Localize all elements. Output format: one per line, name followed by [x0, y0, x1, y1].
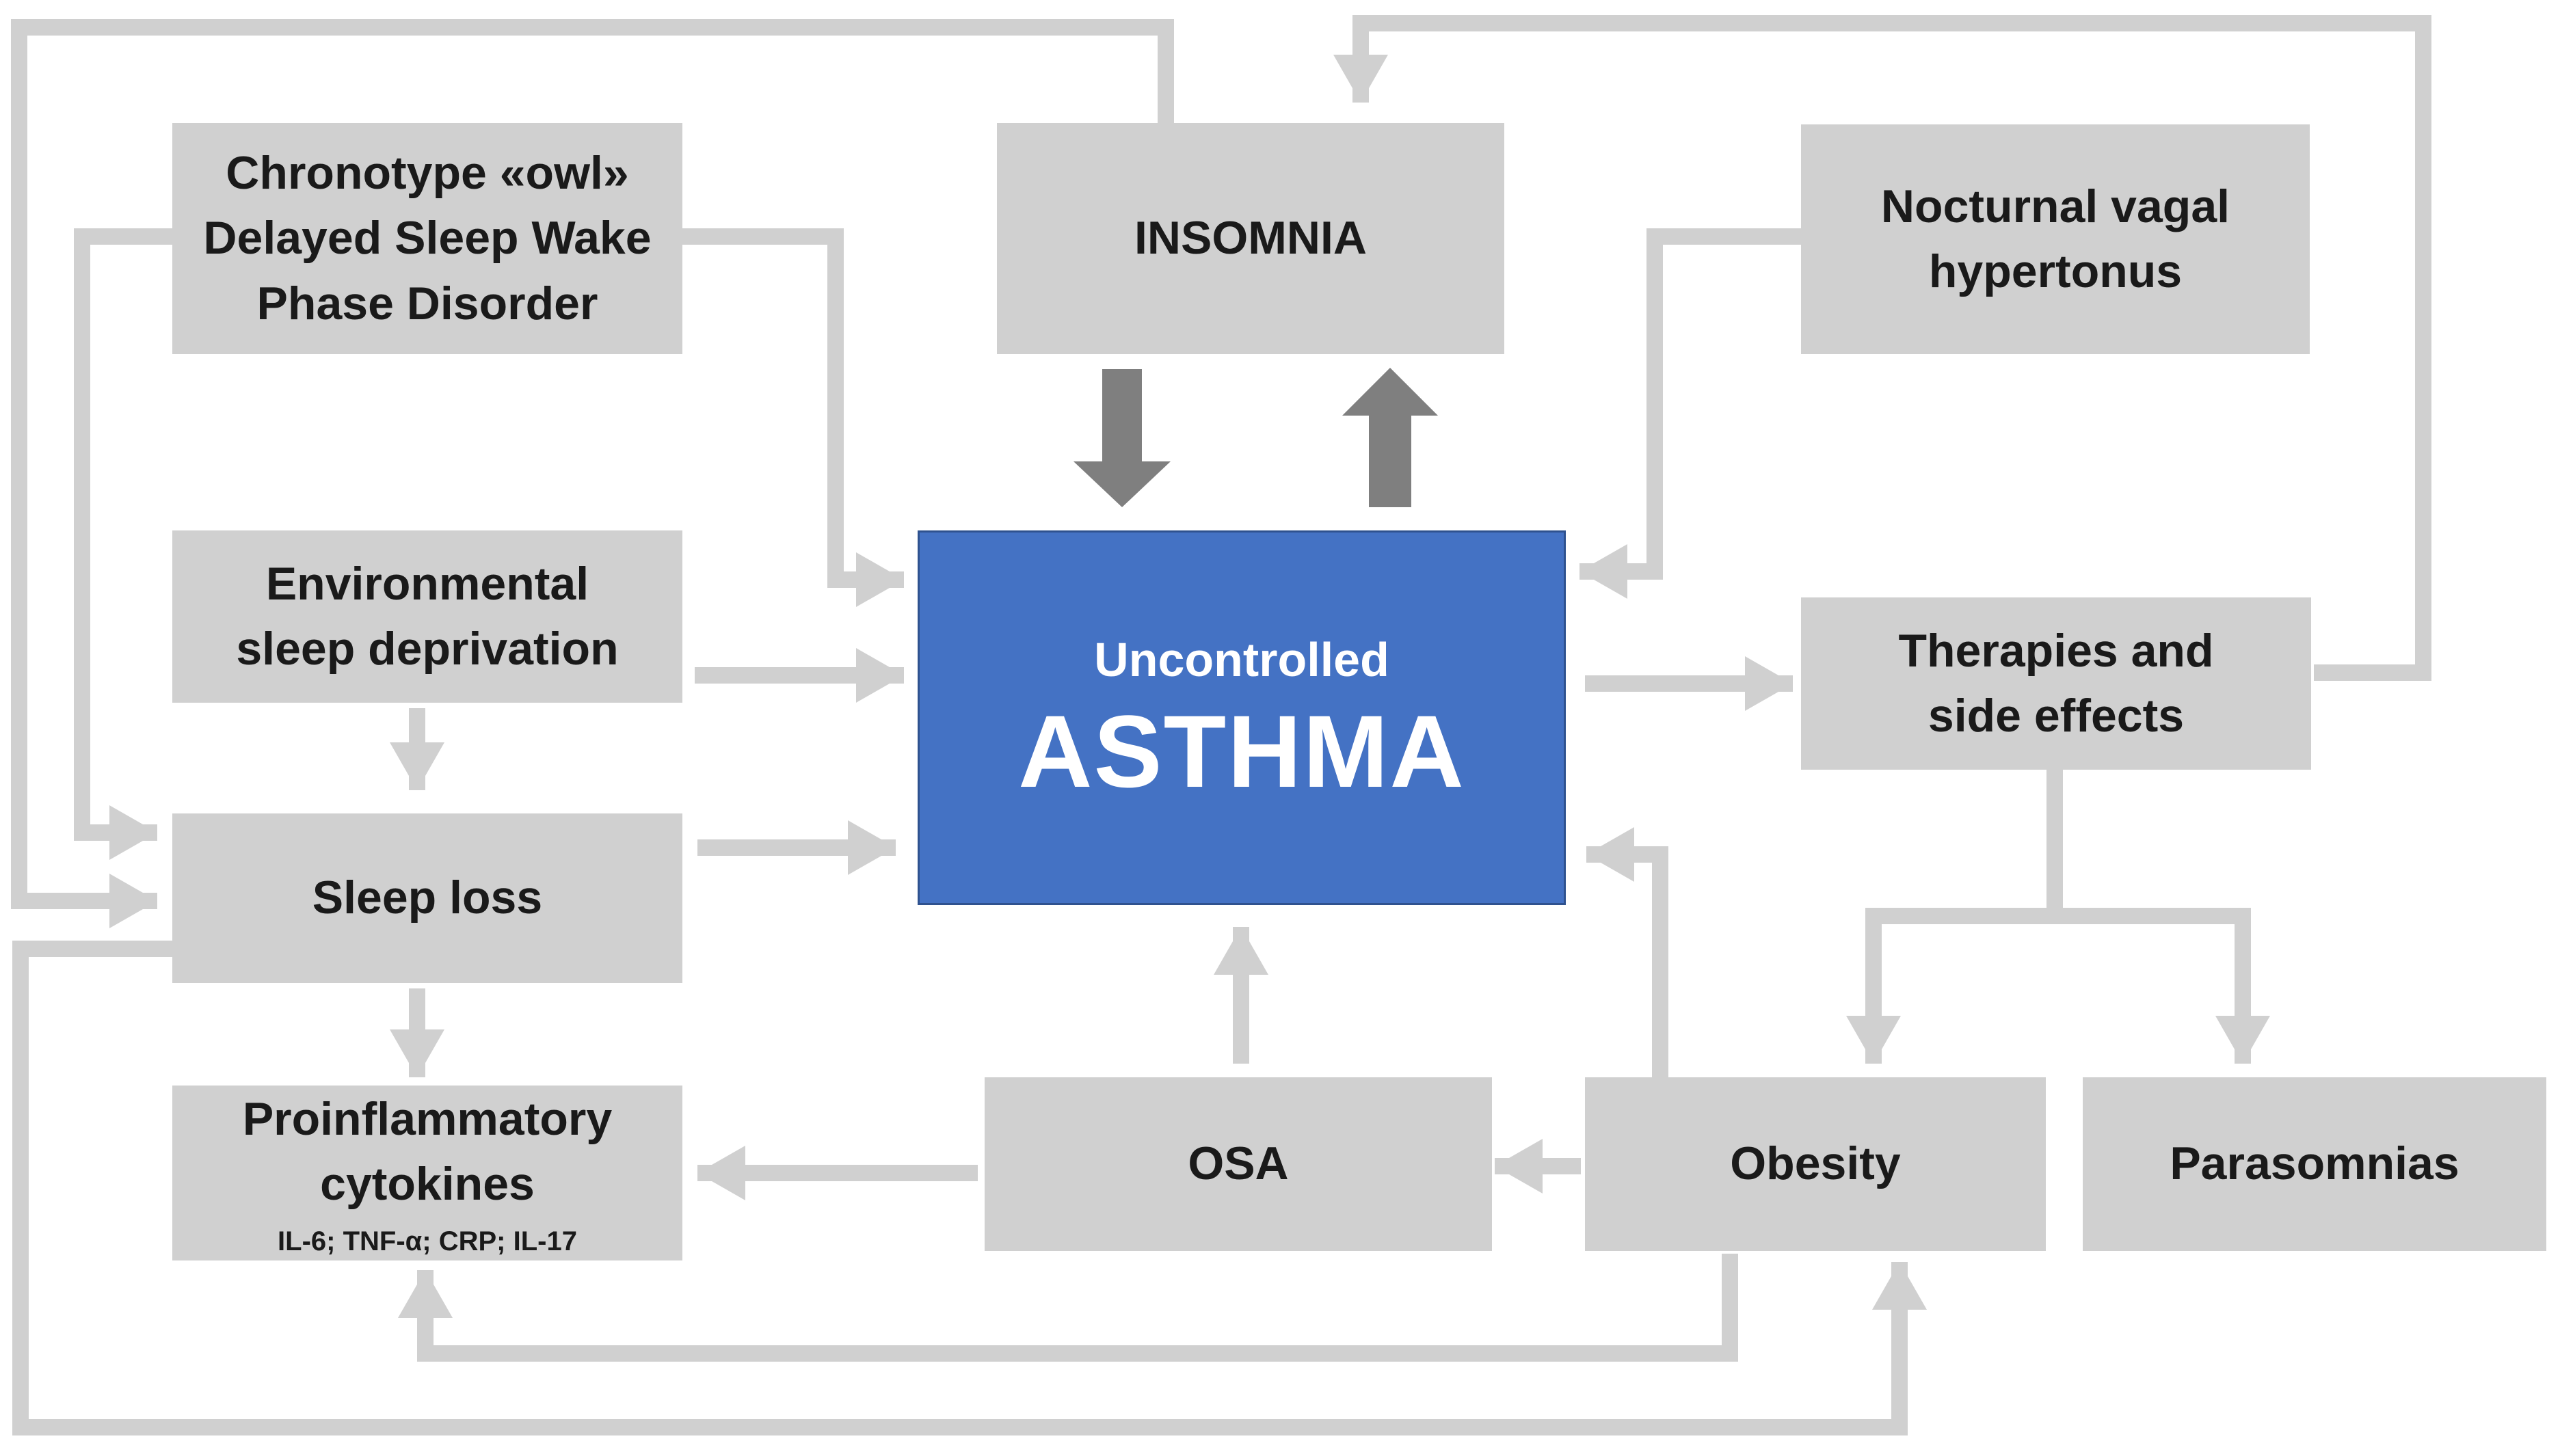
insomnia-box: INSOMNIA [997, 123, 1504, 354]
asthma-box: Uncontrolled ASTHMA [918, 530, 1566, 905]
vagal-line1: Nocturnal vagal [1880, 180, 2230, 232]
arrow-asthma-to-insomnia [1342, 368, 1438, 507]
arrow-insomnia-to-sleep-loss [11, 19, 1174, 928]
obesity-label: Obesity [1730, 1137, 1901, 1190]
sleep-loss-label: Sleep loss [312, 872, 543, 924]
parasomnias-box: Parasomnias [2083, 1077, 2546, 1251]
arrow-therapies-to-insomnia [1333, 15, 2431, 681]
insomnia-label: INSOMNIA [1134, 212, 1367, 265]
cytokines-line2: cytokines [320, 1158, 535, 1210]
therapies-line2: side effects [1928, 690, 2185, 742]
environmental-box: Environmental sleep deprivation [172, 530, 682, 703]
asthma-subtitle: Uncontrolled [1094, 632, 1389, 686]
osa-box: OSA [985, 1077, 1492, 1251]
chronotype-line2: Delayed Sleep Wake [203, 212, 652, 265]
vagal-hypertonus-box: Nocturnal vagal hypertonus [1801, 124, 2310, 354]
arrow-insomnia-to-asthma [1074, 369, 1171, 507]
environmental-line2: sleep deprivation [236, 623, 619, 675]
vagal-line2: hypertonus [1928, 245, 2183, 297]
arrow-chronotype-to-asthma [682, 228, 904, 607]
cytokines-box: Proinflammatory cytokines IL-6; TNF-α; C… [172, 1086, 682, 1260]
asthma-title: ASTHMA [1018, 693, 1465, 809]
chronotype-line3: Phase Disorder [256, 277, 598, 329]
arrow-sleep-loss-to-obesity [12, 941, 1927, 1435]
obesity-box: Obesity [1585, 1077, 2046, 1251]
arrow-therapies-to-parasomnias [2055, 908, 2270, 1064]
cytokines-line1: Proinflammatory [242, 1092, 613, 1145]
osa-label: OSA [1188, 1137, 1289, 1190]
parasomnias-label: Parasomnias [2170, 1137, 2459, 1190]
sleep-loss-box: Sleep loss [172, 813, 682, 983]
arrow-obesity-to-asthma [1586, 827, 1668, 1077]
arrow-obesity-to-cytokines [398, 1254, 1738, 1362]
therapies-line1: Therapies and [1898, 624, 2214, 677]
arrow-vagal-to-asthma [1579, 228, 1805, 599]
environmental-line1: Environmental [265, 557, 589, 610]
chronotype-box: Chronotype «owl» Delayed Sleep Wake Phas… [172, 123, 682, 354]
arrow-chronotype-to-sleep-loss [74, 228, 172, 860]
cytokines-detail: IL-6; TNF-α; CRP; IL-17 [278, 1226, 577, 1257]
arrow-therapies-to-obesity [1846, 908, 2055, 1064]
therapies-box: Therapies and side effects [1801, 597, 2311, 770]
chronotype-line1: Chronotype «owl» [226, 147, 629, 200]
